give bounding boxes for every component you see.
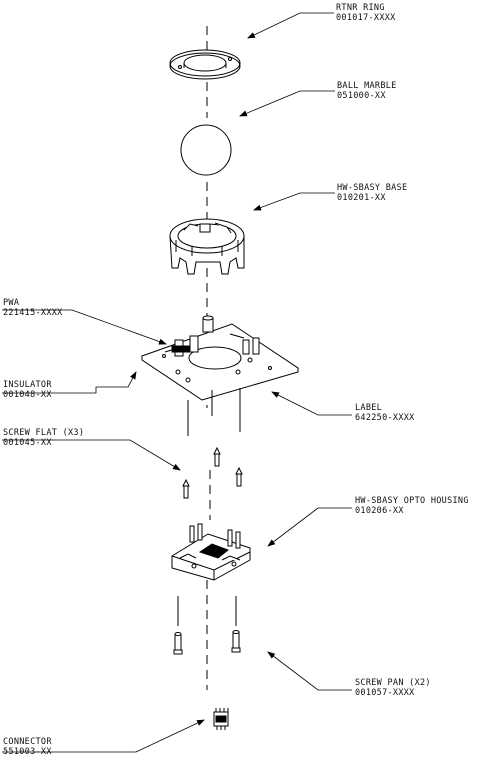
part-number: 051000-XX	[337, 91, 386, 101]
callout-opto-housing: HW-SBASY OPTO HOUSING 010206-XX	[355, 496, 469, 516]
pan-screws	[173, 630, 241, 655]
pan-screw-guides	[177, 596, 237, 626]
leader-insulator	[2, 371, 137, 394]
part-name: BALL MARBLE	[337, 81, 397, 91]
leader-connector	[2, 719, 205, 753]
part-name: SCREW PAN (X2)	[355, 678, 431, 688]
callout-hw-sbasy-base: HW-SBASY BASE 010201-XX	[337, 183, 407, 203]
ball-marble	[180, 124, 232, 176]
opto-housing	[171, 523, 251, 581]
connector	[213, 708, 229, 730]
part-name: PWA	[3, 298, 20, 308]
part-number: 001048-XX	[3, 390, 52, 400]
callout-rtnr-ring: RTNR RING 001017-XXXX	[336, 3, 396, 23]
callout-screw-pan: SCREW PAN (X2) 001057-XXXX	[355, 678, 431, 698]
flat-screws	[182, 446, 243, 499]
callout-pwa: PWA 221415-XXXX	[3, 298, 63, 318]
part-name: RTNR RING	[336, 3, 385, 13]
leader-ball-marble	[239, 90, 335, 117]
part-number: 010201-XX	[337, 193, 386, 203]
hw-sbasy-base	[169, 218, 245, 275]
callout-ball-marble: BALL MARBLE 051000-XX	[337, 81, 397, 101]
leader-pwa	[2, 309, 167, 345]
part-name: LABEL	[355, 403, 383, 413]
leader-opto-housing	[267, 507, 352, 547]
standoff-lines	[187, 388, 241, 436]
callout-insulator: INSULATOR 001048-XX	[3, 380, 52, 400]
part-name: HW-SBASY BASE	[337, 183, 408, 193]
leader-hw-sbasy-base	[253, 192, 335, 211]
part-number: 001017-XXXX	[336, 13, 396, 23]
pwa-board	[140, 315, 300, 401]
leader-label	[271, 391, 352, 416]
part-number: 221415-XXXX	[3, 308, 63, 318]
leader-lines	[2, 12, 352, 753]
part-number: 001045-XX	[3, 438, 52, 448]
part-name: CONNECTOR	[3, 737, 52, 747]
part-name: INSULATOR	[3, 380, 52, 390]
part-number: 010206-XX	[355, 506, 404, 516]
part-number: 001057-XXXX	[355, 688, 415, 698]
leader-screw-pan	[267, 651, 352, 691]
part-name: HW-SBASY OPTO HOUSING	[355, 496, 469, 506]
part-name: SCREW FLAT (X3)	[3, 428, 85, 438]
retainer-ring	[169, 49, 241, 80]
part-number: 642250-XXXX	[355, 413, 415, 423]
leader-rtnr-ring	[247, 12, 334, 39]
callout-screw-flat: SCREW FLAT (X3) 001045-XX	[3, 428, 84, 448]
leader-screw-flat	[2, 439, 181, 471]
callout-label: LABEL 642250-XXXX	[355, 403, 415, 423]
